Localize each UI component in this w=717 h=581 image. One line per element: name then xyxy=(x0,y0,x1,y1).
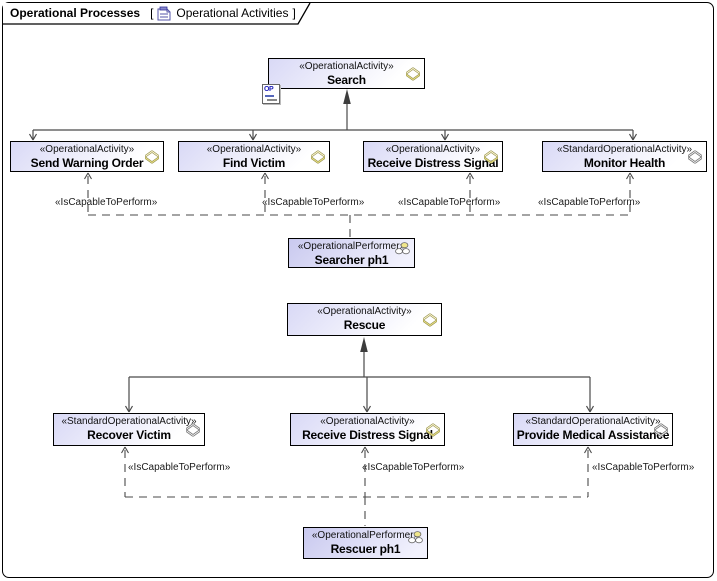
stereotype-label: «OperationalActivity» xyxy=(320,416,415,427)
diagram-title-tab[interactable]: Operational Processes [ Operational Acti… xyxy=(3,3,315,26)
node-name: Searcher ph1 xyxy=(314,253,389,267)
operational-activity-icon xyxy=(425,422,441,437)
stereotype-label: «OperationalActivity» xyxy=(39,144,135,155)
node-name: Rescuer ph1 xyxy=(330,542,401,556)
operational-process-diagram-icon[interactable]: OP xyxy=(262,84,280,104)
bracket-open: [ xyxy=(150,6,154,20)
stereotype-label: «OperationalActivity» xyxy=(317,306,412,317)
node-name: Receive Distress Signal xyxy=(367,156,499,170)
node-provide-medical-assistance[interactable]: «StandardOperationalActivity» Provide Me… xyxy=(513,413,673,446)
node-name: Find Victim xyxy=(222,156,286,170)
node-receive-distress-signal-2[interactable]: «OperationalActivity» Receive Distress S… xyxy=(290,413,445,446)
operational-activity-icon xyxy=(422,312,438,327)
node-rescue[interactable]: «OperationalActivity» Rescue xyxy=(287,303,442,336)
diagram-title: Operational Processes xyxy=(10,6,141,20)
standard-operational-activity-icon xyxy=(687,149,703,164)
node-find-victim[interactable]: «OperationalActivity» Find Victim xyxy=(178,141,330,172)
node-name: Receive Distress Signal xyxy=(302,428,433,442)
operational-activity-icon xyxy=(483,149,499,164)
operational-performer-icon xyxy=(407,531,423,544)
node-recover-victim[interactable]: «StandardOperationalActivity» Recover Vi… xyxy=(53,413,205,446)
stereotype-label: «StandardOperationalActivity» xyxy=(525,416,661,427)
standard-operational-activity-icon xyxy=(185,422,201,437)
diagram-context-name: Operational Activities xyxy=(176,6,289,20)
bracket-close: ] xyxy=(292,6,296,20)
node-searcher-ph1[interactable]: «OperationalPerformer» Searcher ph1 xyxy=(288,238,415,268)
stereotype-label: «OperationalActivity» xyxy=(385,144,481,155)
tab-outline xyxy=(3,3,311,25)
node-monitor-health[interactable]: «StandardOperationalActivity» Monitor He… xyxy=(542,141,707,172)
node-name: Search xyxy=(327,73,366,87)
stereotype-label: «OperationalPerformer» xyxy=(311,530,420,541)
connector-label-is-capable-to-perform[interactable]: «IsCapableToPerform» xyxy=(362,462,465,473)
node-send-warning-order[interactable]: «OperationalActivity» Send Warning Order xyxy=(10,141,164,172)
stereotype-label: «StandardOperationalActivity» xyxy=(61,416,197,427)
node-name: Rescue xyxy=(343,318,386,332)
node-name: Provide Medical Assistance xyxy=(516,428,670,442)
stereotype-label: «StandardOperationalActivity» xyxy=(556,144,693,155)
operational-activity-icon xyxy=(310,149,326,164)
connector-label-is-capable-to-perform[interactable]: «IsCapableToPerform» xyxy=(55,197,158,208)
node-receive-distress-signal-1[interactable]: «OperationalActivity» Receive Distress S… xyxy=(363,141,503,172)
operational-activity-icon xyxy=(144,149,160,164)
operational-performer-icon xyxy=(394,242,410,255)
connector-label-is-capable-to-perform[interactable]: «IsCapableToPerform» xyxy=(592,462,695,473)
stereotype-label: «OperationalActivity» xyxy=(206,144,302,155)
operational-activity-icon xyxy=(405,66,421,81)
connector-label-is-capable-to-perform[interactable]: «IsCapableToPerform» xyxy=(398,197,501,208)
connector-label-is-capable-to-perform[interactable]: «IsCapableToPerform» xyxy=(128,462,231,473)
connector-label-is-capable-to-perform[interactable]: «IsCapableToPerform» xyxy=(538,197,641,208)
node-name: Monitor Health xyxy=(583,156,666,170)
standard-operational-activity-icon xyxy=(653,422,669,437)
stereotype-label: «OperationalActivity» xyxy=(299,61,394,72)
stereotype-label: «OperationalPerformer» xyxy=(297,241,406,252)
node-name: Recover Victim xyxy=(87,428,171,442)
connector-label-is-capable-to-perform[interactable]: «IsCapableToPerform» xyxy=(262,197,365,208)
node-name: Send Warning Order xyxy=(30,156,144,170)
node-search[interactable]: «OperationalActivity» Search xyxy=(268,58,425,89)
node-rescuer-ph1[interactable]: «OperationalPerformer» Rescuer ph1 xyxy=(303,527,428,559)
diagram-icon xyxy=(157,6,172,21)
